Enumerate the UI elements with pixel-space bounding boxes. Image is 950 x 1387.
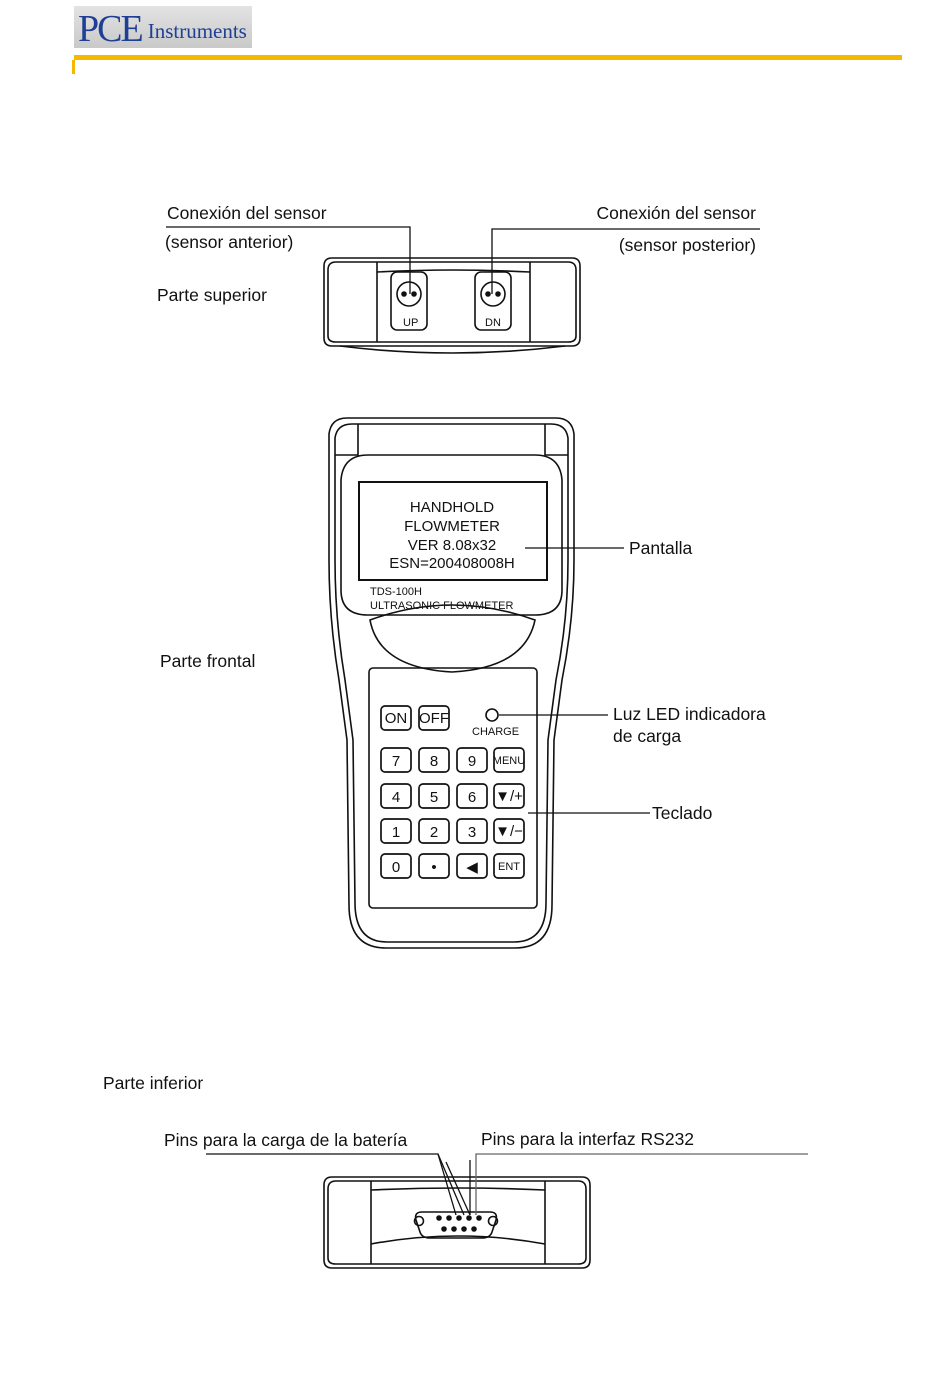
callout-dn-line1: Conexión del sensor bbox=[596, 203, 756, 223]
callout-led-line2: de carga bbox=[613, 726, 681, 746]
key-9: 9 bbox=[468, 753, 476, 770]
callout-dn-line2: (sensor posterior) bbox=[619, 235, 756, 255]
key-3: 3 bbox=[468, 824, 476, 841]
key-0: 0 bbox=[392, 859, 400, 876]
key-2: 2 bbox=[430, 824, 438, 841]
callout-keypad-label: Teclado bbox=[652, 803, 712, 823]
screen-line-2: FLOWMETER bbox=[404, 518, 500, 535]
key-1: 1 bbox=[392, 824, 400, 841]
charge-label: CHARGE bbox=[472, 726, 519, 738]
callout-led-line1: Luz LED indicadora bbox=[613, 704, 766, 724]
callout-up-line1: Conexión del sensor bbox=[167, 203, 327, 223]
callout-display-label: Pantalla bbox=[629, 538, 693, 558]
key-dot: • bbox=[431, 859, 436, 876]
callout-line-up bbox=[166, 226, 411, 294]
brand-logo: PCE Instruments bbox=[74, 6, 252, 48]
port-up-label: UP bbox=[403, 317, 418, 329]
port-dn-label: DN bbox=[485, 317, 501, 329]
model-label: TDS-100H bbox=[370, 586, 422, 598]
key-5: 5 bbox=[430, 789, 438, 806]
logo-word: Instruments bbox=[147, 19, 247, 43]
callout-up-line2: (sensor anterior) bbox=[165, 232, 293, 252]
callout-line-dn bbox=[491, 228, 760, 294]
key-6: 6 bbox=[468, 789, 476, 806]
logo-mark: PCE bbox=[78, 8, 144, 50]
key-down-minus: ▼/− bbox=[495, 823, 523, 840]
key-back: ◀ bbox=[466, 859, 478, 876]
callout-battery-label: Pins para la carga de la batería bbox=[164, 1130, 407, 1150]
key-menu: MENU bbox=[493, 755, 525, 767]
section-front-label: Parte frontal bbox=[160, 651, 255, 671]
key-ent: ENT bbox=[498, 861, 520, 873]
bottom-view bbox=[206, 1153, 808, 1269]
callout-line-rs232 bbox=[475, 1153, 808, 1215]
key-down-plus: ▼/+ bbox=[495, 788, 523, 805]
section-bottom-label: Parte inferior bbox=[103, 1073, 203, 1093]
top-view bbox=[166, 226, 760, 354]
section-top-label: Parte superior bbox=[157, 285, 267, 305]
key-off: OFF bbox=[419, 710, 449, 727]
keypad-keys bbox=[380, 705, 525, 879]
key-4: 4 bbox=[392, 789, 400, 806]
subtitle-label: ULTRASONIC FLOWMETER bbox=[370, 600, 513, 612]
key-8: 8 bbox=[430, 753, 438, 770]
header-rule-tick bbox=[72, 60, 75, 74]
front-view bbox=[328, 417, 650, 949]
callout-rs232-label: Pins para la interfaz RS232 bbox=[481, 1129, 694, 1149]
header-rule bbox=[74, 55, 902, 60]
key-7: 7 bbox=[392, 753, 400, 770]
screen-line-1: HANDHOLD bbox=[410, 499, 494, 516]
key-on: ON bbox=[385, 710, 408, 727]
callout-line-battery bbox=[206, 1153, 465, 1216]
screen-line-3: VER 8.08x32 bbox=[408, 537, 496, 554]
screen-line-4: ESN=200408008H bbox=[389, 555, 515, 572]
